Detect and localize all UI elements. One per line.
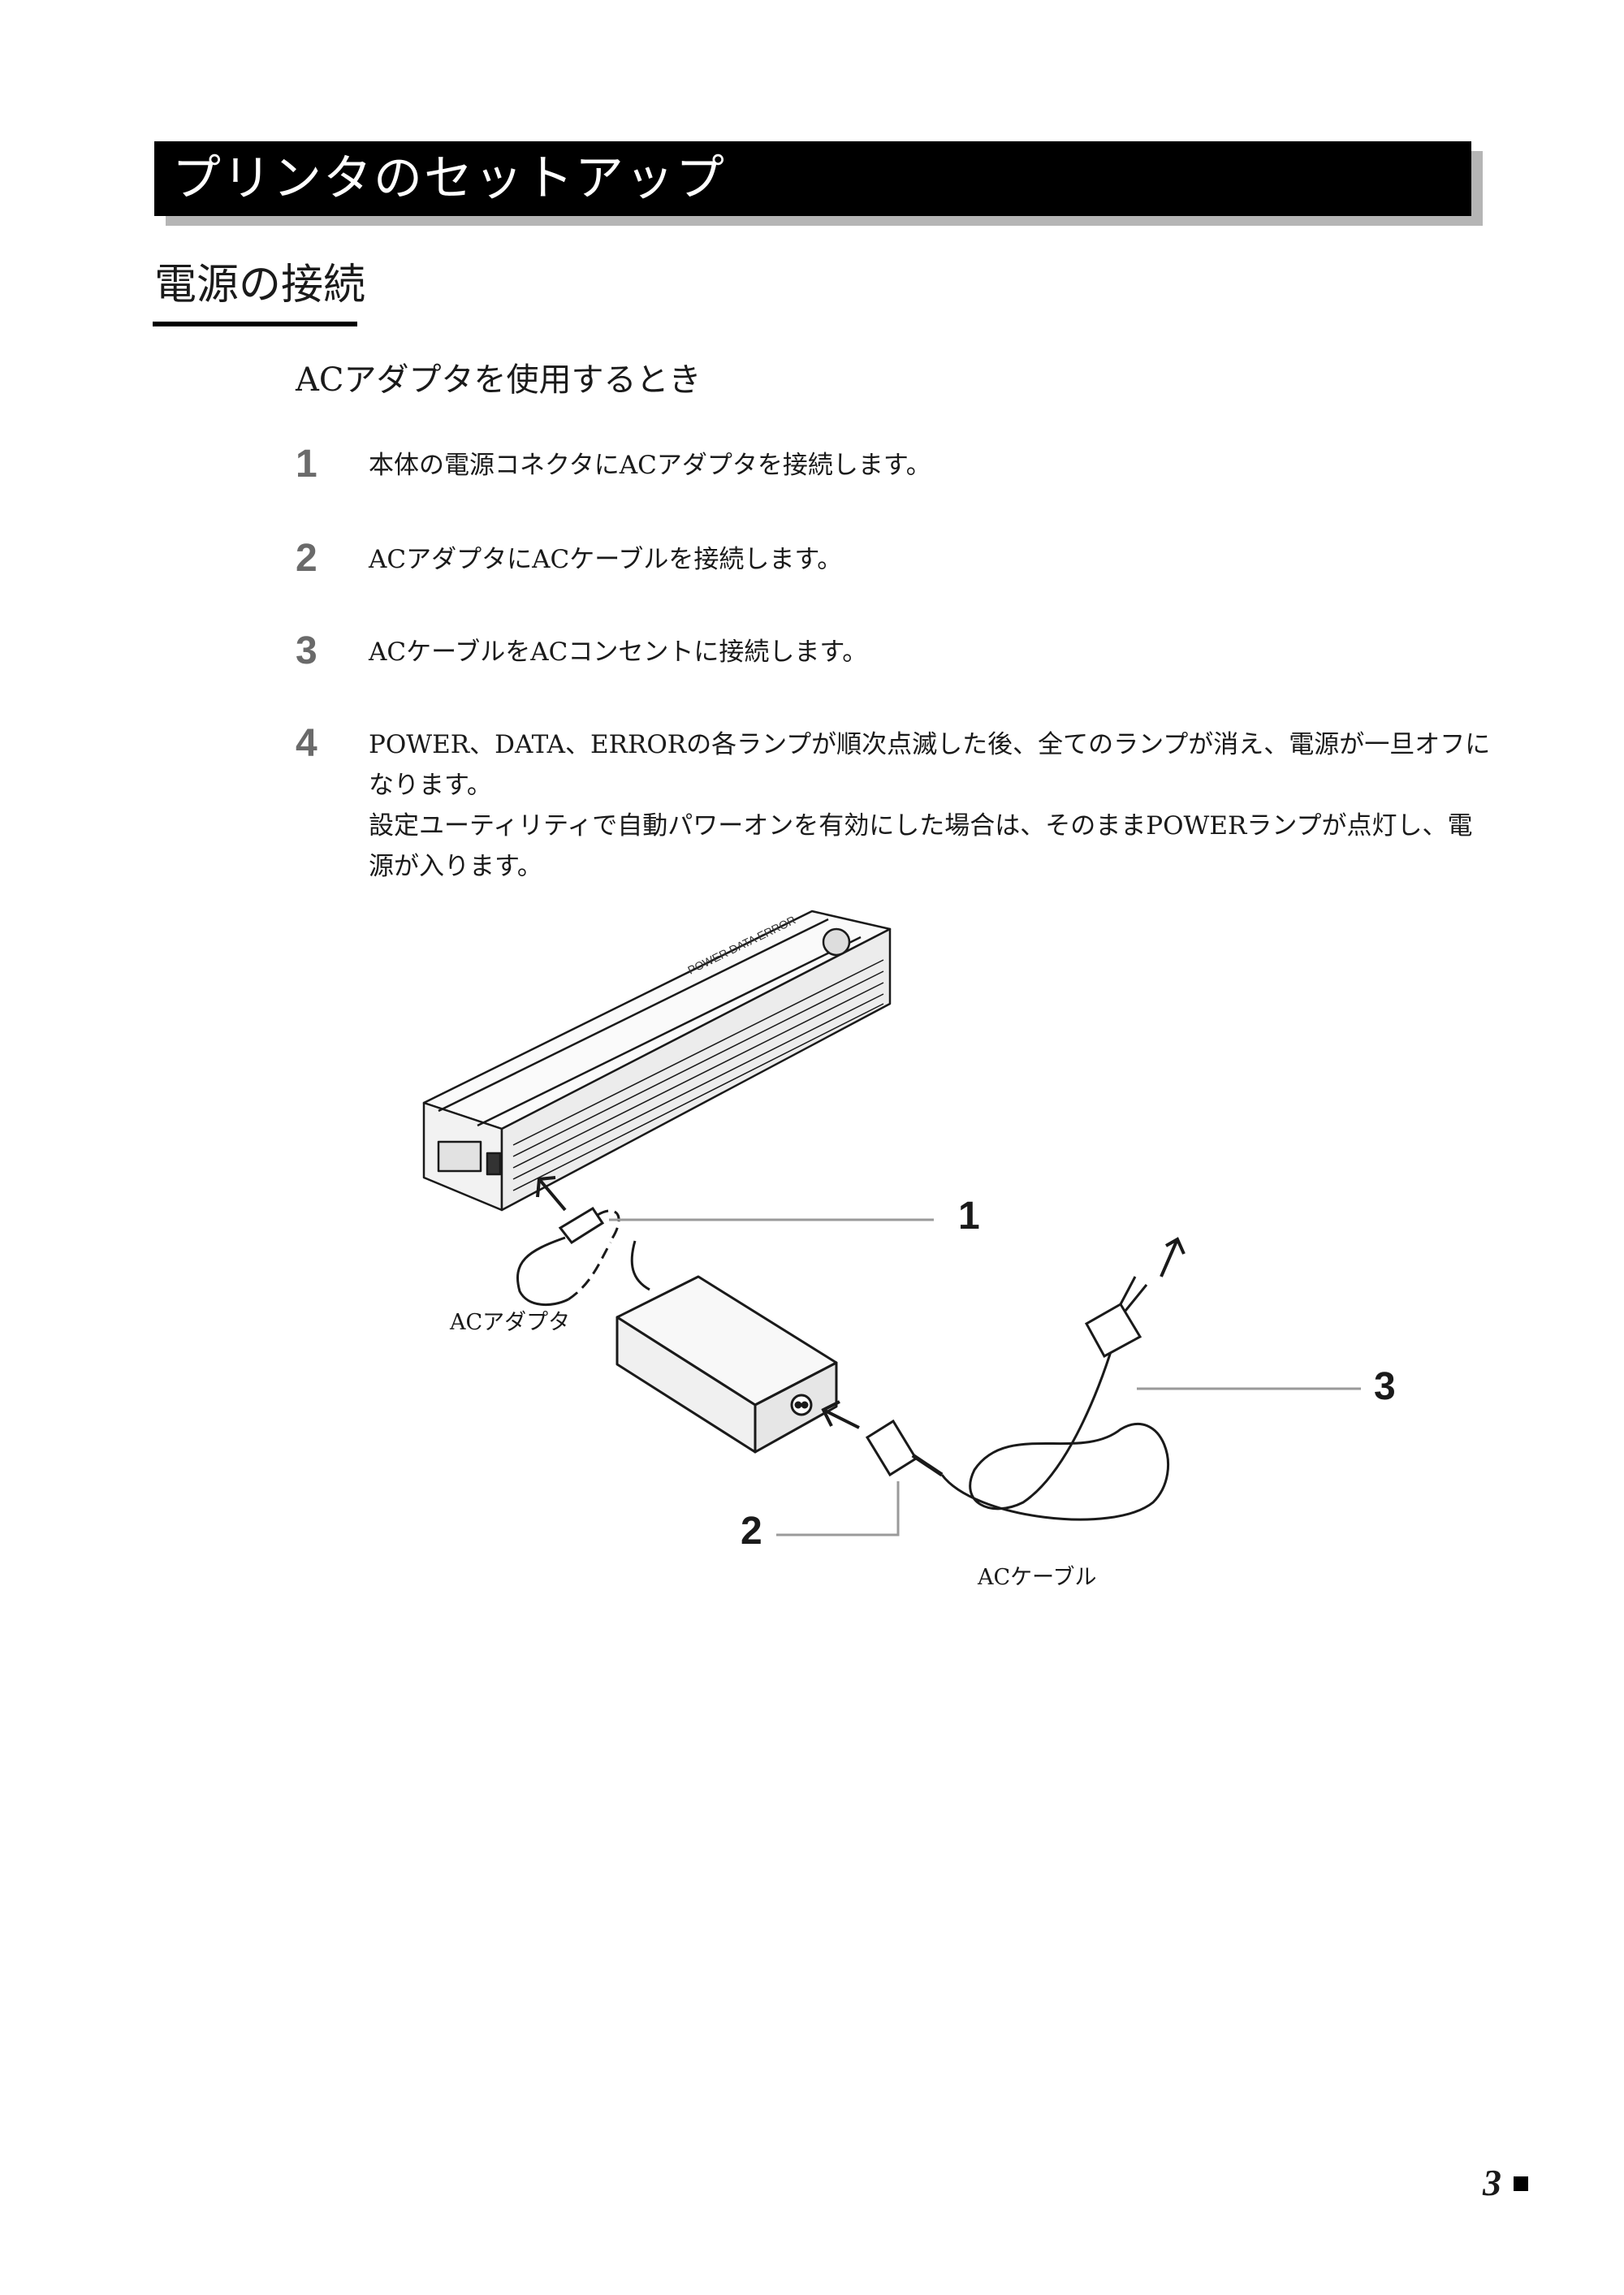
step-line: 本体の電源コネクタにACアダプタを接続します。 [369, 451, 931, 480]
callout-3: 3 [1374, 1365, 1396, 1408]
step-number: 3 [296, 629, 317, 672]
page-marker [1514, 2176, 1528, 2191]
callout-lines [609, 1218, 1361, 1536]
plug-arrow-3 [1160, 1237, 1186, 1277]
step-number: 1 [296, 443, 317, 486]
step-line: 設定ユーティリティで自動パワーオンを有効にした場合は、そのままPOWERランプが… [369, 811, 1473, 881]
printer-illustration [422, 910, 892, 1212]
step-number: 4 [296, 722, 317, 765]
chapter-title: プリンタのセットアップ [172, 150, 726, 207]
callout-2: 2 [741, 1510, 762, 1553]
ac-cable-illustration [865, 1276, 1170, 1521]
ac-adapter-illustration [615, 1275, 838, 1454]
step-text: ACケーブルをACコンセントに接続します。 [369, 632, 1497, 672]
step-line: ACアダプタにACケーブルを接続します。 [369, 545, 843, 574]
step-text: 本体の電源コネクタにACアダプタを接続します。 [369, 445, 1497, 486]
step-number: 2 [296, 537, 317, 580]
section-underline [153, 322, 357, 326]
dc-plug-and-cord [516, 1206, 650, 1307]
plug-arrow-2 [821, 1400, 860, 1429]
section-title: 電源の接続 [154, 261, 366, 309]
step-text: ACアダプタにACケーブルを接続します。 [369, 539, 1497, 580]
step-text: POWER、DATA、ERRORの各ランプが順次点滅した後、全てのランプが消え、… [369, 724, 1497, 887]
ac-cable-label: ACケーブル [978, 1565, 1097, 1590]
callout-1: 1 [958, 1195, 980, 1238]
page-number: 3 [1483, 2162, 1501, 2203]
step-line: ACケーブルをACコンセントに接続します。 [369, 638, 868, 667]
chapter-banner: プリンタのセットアップ [154, 141, 1471, 216]
plug-arrow-1 [536, 1176, 567, 1212]
connection-illustration: POWER DATA ERROR [406, 901, 1462, 1616]
ac-adapter-label: ACアダプタ [450, 1310, 571, 1335]
step-line: POWER、DATA、ERRORの各ランプが順次点滅した後、全てのランプが消え、… [369, 730, 1491, 800]
subsection-title: ACアダプタを使用するとき [296, 361, 702, 399]
connection-diagram: POWER DATA ERROR [422, 910, 1361, 1536]
